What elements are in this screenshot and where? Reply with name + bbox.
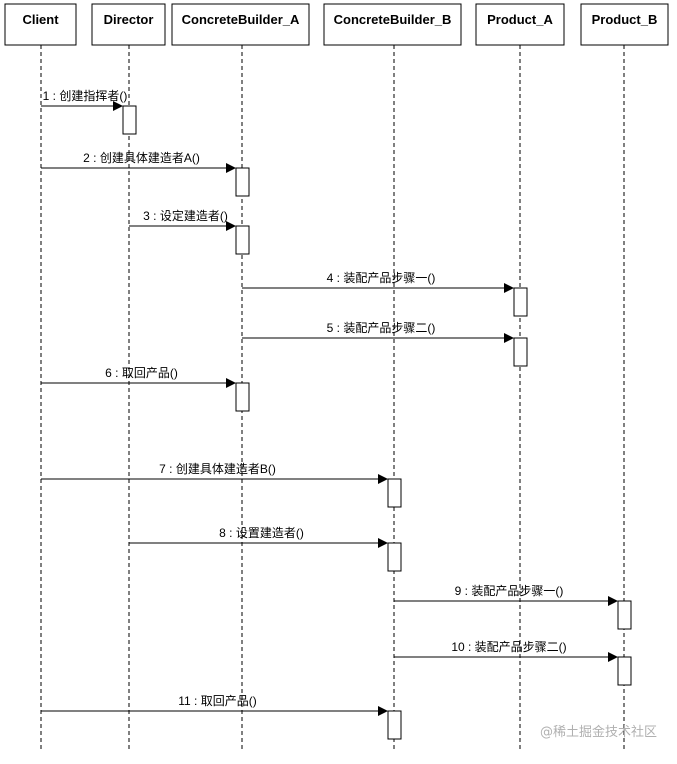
participant-label: Product_A xyxy=(487,12,553,27)
message-label: 1 : 创建指挥者() xyxy=(43,88,128,103)
message-label: 2 : 创建具体建造者A() xyxy=(83,151,200,165)
activation-bar xyxy=(122,105,137,135)
activation-bar xyxy=(235,382,250,412)
participant-client: Client xyxy=(4,3,77,46)
message-3: 3 : 设定建造者() xyxy=(129,208,236,231)
activation-bar xyxy=(513,287,528,317)
message-label: 5 : 装配产品步骤二() xyxy=(327,321,436,335)
activation-bar xyxy=(617,600,632,630)
participant-box xyxy=(91,3,166,46)
message-label: 8 : 设置建造者() xyxy=(219,526,304,540)
activation-bar xyxy=(387,710,402,740)
activation-bar xyxy=(387,542,402,572)
participant-label: Product_B xyxy=(592,12,658,27)
activation-bar xyxy=(513,337,528,367)
watermark-text: @稀土掘金技术社区 xyxy=(540,724,657,740)
participant-box xyxy=(475,3,565,46)
participant-director: Director xyxy=(91,3,166,46)
message-label: 4 : 装配产品步骤一() xyxy=(327,271,436,285)
participant-label: Client xyxy=(22,12,59,27)
message-2: 2 : 创建具体建造者A() xyxy=(41,151,236,173)
message-4: 4 : 装配产品步骤一() xyxy=(242,271,514,293)
participant-box xyxy=(580,3,669,46)
participant-builder_b: ConcreteBuilder_B xyxy=(323,3,462,46)
participant-label: ConcreteBuilder_A xyxy=(182,12,300,27)
message-label: 6 : 取回产品() xyxy=(105,366,178,380)
message-7: 7 : 创建具体建造者B() xyxy=(41,462,388,484)
activation-bar xyxy=(617,656,632,686)
participant-product_a: Product_A xyxy=(475,3,565,46)
participant-box xyxy=(323,3,462,46)
message-6: 6 : 取回产品() xyxy=(41,366,236,388)
message-label: 7 : 创建具体建造者B() xyxy=(159,462,276,476)
message-label: 11 : 取回产品() xyxy=(178,694,256,708)
participant-label: ConcreteBuilder_B xyxy=(334,12,452,27)
activation-bar xyxy=(387,478,402,508)
participant-box xyxy=(171,3,310,46)
message-1: 1 : 创建指挥者() xyxy=(41,88,128,111)
participant-label: Director xyxy=(104,12,154,27)
message-8: 8 : 设置建造者() xyxy=(129,526,388,548)
message-11: 11 : 取回产品() xyxy=(41,694,388,716)
message-label: 10 : 装配产品步骤二() xyxy=(451,640,566,654)
participant-builder_a: ConcreteBuilder_A xyxy=(171,3,310,46)
message-label: 3 : 设定建造者() xyxy=(143,208,228,223)
activation-bar xyxy=(235,225,250,255)
participant-product_b: Product_B xyxy=(580,3,669,46)
message-9: 9 : 装配产品步骤一() xyxy=(394,584,618,606)
message-label: 9 : 装配产品步骤一() xyxy=(455,584,564,598)
participant-box xyxy=(4,3,77,46)
activation-bar xyxy=(235,167,250,197)
message-10: 10 : 装配产品步骤二() xyxy=(394,640,618,662)
message-5: 5 : 装配产品步骤二() xyxy=(242,321,514,343)
